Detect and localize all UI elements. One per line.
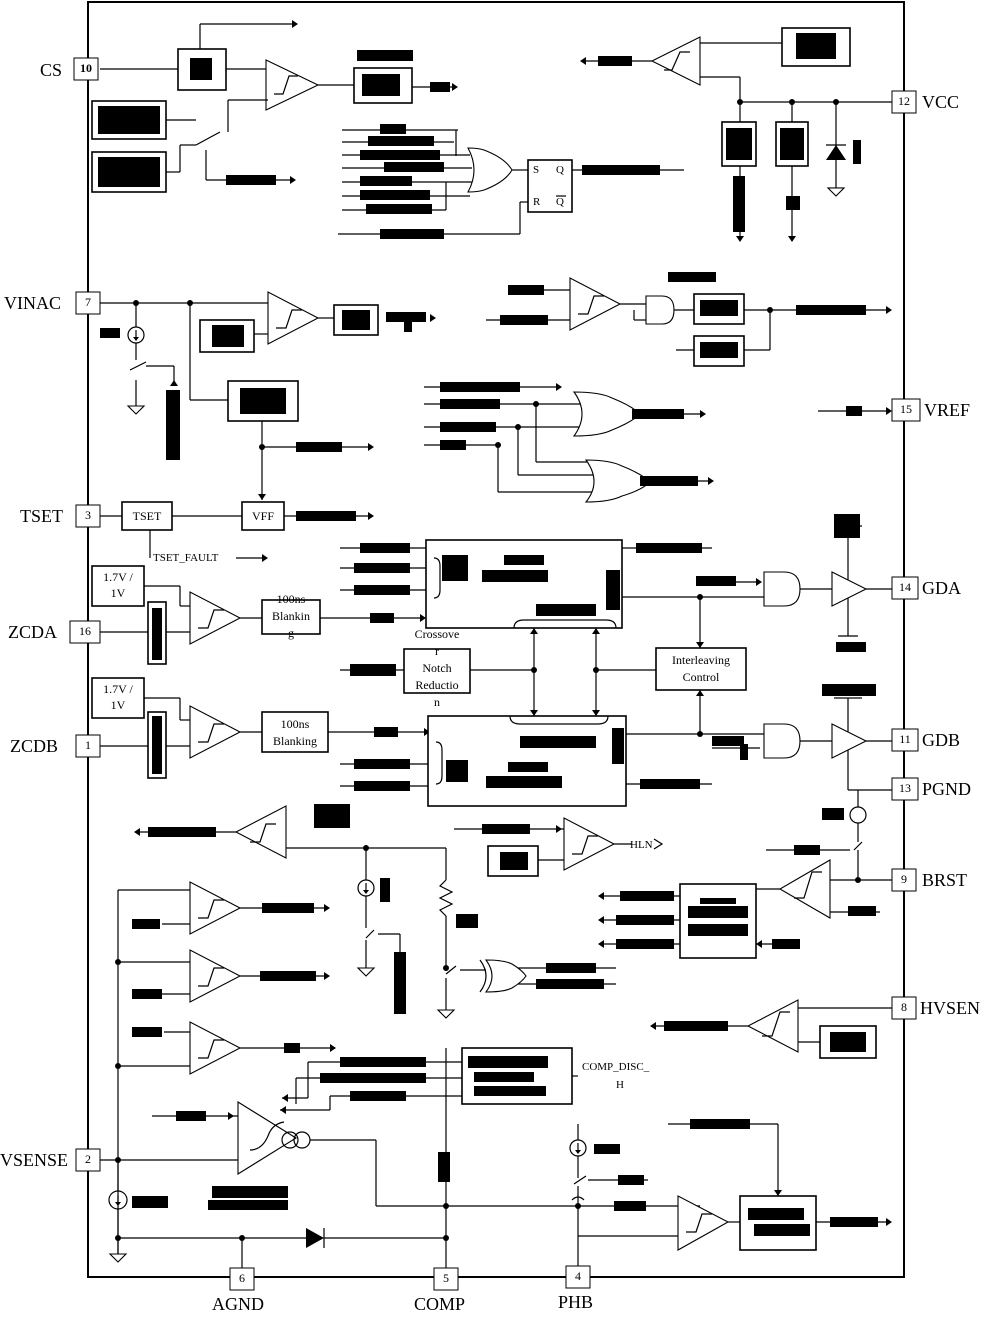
vsense-comparators xyxy=(100,881,336,1263)
hln-section: HLN xyxy=(454,817,664,877)
notch-interleave: Crossove r Notch Reductio n Interleaving… xyxy=(340,627,747,734)
brst-section xyxy=(598,790,892,959)
svg-text:14: 14 xyxy=(899,580,911,594)
phase-b-logic xyxy=(340,715,764,807)
tset-block-label: TSET xyxy=(133,509,162,523)
blank-a-line2: Blankin xyxy=(272,609,310,623)
error-amp xyxy=(152,1101,700,1210)
svg-text:15: 15 xyxy=(900,402,912,416)
fault-or-gates xyxy=(424,382,714,503)
blank-a-line3: g xyxy=(288,626,294,640)
pin-vsense-label: VSENSE xyxy=(0,1150,68,1170)
pin-phb: 4 PHB xyxy=(558,1265,593,1312)
sr-r-label: R xyxy=(533,196,541,208)
sr-q-label: Q xyxy=(556,164,564,176)
pin-agnd-label: AGND xyxy=(212,1294,264,1314)
zcdb-section: 1.7V / 1V 100ns Blanking xyxy=(91,677,430,779)
pin-brst: 9 BRST xyxy=(891,868,967,892)
svg-text:9: 9 xyxy=(901,872,907,886)
svg-text:5: 5 xyxy=(443,1271,449,1285)
pin-agnd: 6 AGND xyxy=(212,1267,264,1314)
comparator-upper xyxy=(134,804,616,1019)
zcdb-ref-line1: 1.7V / xyxy=(103,682,133,696)
pin-gda: 14 GDA xyxy=(891,576,961,600)
notch-line3: Notch xyxy=(422,661,451,675)
sr-s-label: S xyxy=(533,164,539,176)
pin-tset: 3 TSET xyxy=(20,504,101,528)
pin-vcc: 12 VCC xyxy=(891,90,959,114)
notch-line4: Reductio xyxy=(415,678,458,692)
svg-text:10: 10 xyxy=(80,61,92,75)
pin-zcdb: 1 ZCDB xyxy=(10,734,101,758)
pin-vref: 15 VREF xyxy=(891,398,970,422)
hvsen-section xyxy=(650,999,892,1059)
svg-text:8: 8 xyxy=(901,1000,907,1014)
pin-zcdb-label: ZCDB xyxy=(10,736,58,756)
blank-b-line1: 100ns xyxy=(281,717,310,731)
pin-vinac: 7 VINAC xyxy=(4,291,101,315)
svg-text:6: 6 xyxy=(239,1271,245,1285)
bottom-rails xyxy=(115,1048,450,1268)
cs-section xyxy=(91,20,458,193)
svg-text:12: 12 xyxy=(898,94,910,108)
svg-text:13: 13 xyxy=(899,781,911,795)
svg-text:1: 1 xyxy=(85,738,91,752)
pin-cs-label: CS xyxy=(40,60,62,80)
pin-hvsen: 8 HVSEN xyxy=(891,996,980,1020)
svg-text:2: 2 xyxy=(85,1152,91,1166)
pin-vref-label: VREF xyxy=(924,400,970,420)
tset-fault-label: TSET_FAULT xyxy=(153,552,219,564)
svg-text:3: 3 xyxy=(85,508,91,522)
pin-tset-label: TSET xyxy=(20,506,63,526)
vinac-section xyxy=(100,291,436,500)
gdb-driver xyxy=(763,684,892,791)
pin-gdb: 11 GDB xyxy=(891,728,960,752)
phb-section xyxy=(569,1119,892,1268)
pin-gda-label: GDA xyxy=(922,578,961,598)
notch-line2: r xyxy=(435,644,439,658)
svg-text:7: 7 xyxy=(85,295,91,309)
zcda-ref-line2: 1V xyxy=(111,586,126,600)
svg-text:16: 16 xyxy=(79,624,91,638)
comp-disc-line2: H xyxy=(616,1079,624,1091)
pin-phb-label: PHB xyxy=(558,1292,593,1312)
interleave-line2: Control xyxy=(683,670,720,684)
blank-b-line2: Blanking xyxy=(273,734,317,748)
pin-cs: 10 CS xyxy=(40,57,99,81)
interleave-line1: Interleaving xyxy=(672,653,730,667)
pin-hvsen-label: HVSEN xyxy=(920,998,980,1018)
zcdb-ref-line2: 1V xyxy=(111,698,126,712)
ovp-section xyxy=(486,272,892,367)
pin-comp-label: COMP xyxy=(414,1294,465,1314)
pin-pgnd: 13 PGND xyxy=(891,777,971,801)
or-sr-latch: S R Q Q xyxy=(338,124,684,239)
vff-block-label: VFF xyxy=(252,509,274,523)
vcc-section xyxy=(580,27,892,242)
notch-line5: n xyxy=(434,695,440,709)
pin-comp: 5 COMP xyxy=(414,1267,465,1314)
pin-vcc-label: VCC xyxy=(922,92,959,112)
pin-gdb-label: GDB xyxy=(922,730,960,750)
zcda-ref-line1: 1.7V / xyxy=(103,570,133,584)
pin-brst-label: BRST xyxy=(922,870,967,890)
svg-text:4: 4 xyxy=(575,1269,581,1283)
notch-line1: Crossove xyxy=(415,627,460,641)
pin-pgnd-label: PGND xyxy=(922,779,971,799)
pin-vinac-label: VINAC xyxy=(4,293,61,313)
comp-disc-line1: COMP_DISC_ xyxy=(582,1061,650,1073)
tset-vff: TSET VFF TSET_FAULT xyxy=(100,501,374,564)
svg-text:11: 11 xyxy=(899,732,911,746)
gda-driver xyxy=(763,514,892,652)
hln-label: HLN xyxy=(630,839,653,851)
phase-a-logic xyxy=(340,539,764,648)
blank-a-line1: 100ns xyxy=(277,592,306,606)
pin-zcda: 16 ZCDA xyxy=(8,620,101,644)
zcda-section: 1.7V / 1V 100ns Blankin g xyxy=(91,565,426,665)
sr-qb-label: Q xyxy=(556,196,564,208)
comp-disc-section: COMP_DISC_ H xyxy=(280,1047,650,1114)
pin-vsense: 2 VSENSE xyxy=(0,1148,101,1172)
pin-zcda-label: ZCDA xyxy=(8,622,57,642)
